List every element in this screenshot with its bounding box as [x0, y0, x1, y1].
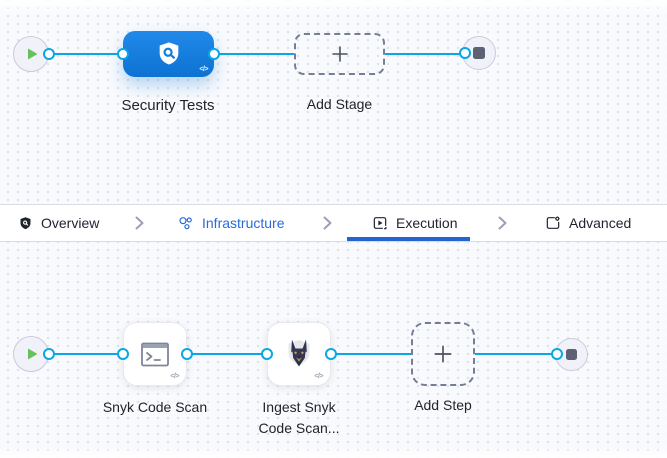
stage-config-tabbar: Overview Infrastructure Execution — [0, 204, 667, 242]
chevron-right-icon — [323, 205, 332, 241]
code-icon: </> — [199, 66, 208, 73]
tab-label: Overview — [41, 215, 100, 231]
active-tab-underline — [347, 237, 470, 241]
stop-icon — [566, 349, 577, 360]
stop-icon — [473, 47, 485, 59]
stage-node-security-tests[interactable]: </> — [123, 31, 214, 77]
tab-label: Infrastructure — [202, 215, 285, 231]
pipeline-end-node[interactable] — [462, 36, 496, 70]
add-step-label: Add Step — [414, 397, 472, 413]
step-label-line1: Ingest Snyk — [262, 399, 336, 415]
tab-infrastructure[interactable]: Infrastructure — [177, 205, 284, 241]
connector-port[interactable] — [181, 348, 193, 360]
connector-port[interactable] — [43, 348, 55, 360]
code-icon: </> — [170, 373, 179, 380]
connector-line — [385, 53, 462, 55]
chevron-right-icon — [498, 205, 507, 241]
step-label-line2: Code Scan... — [258, 420, 340, 436]
tab-label: Advanced — [569, 215, 632, 231]
plus-icon — [434, 345, 452, 363]
stage-label: Security Tests — [121, 97, 215, 114]
code-icon: </> — [314, 373, 323, 380]
connector-line — [187, 353, 267, 355]
connector-port[interactable] — [551, 348, 563, 360]
step-node-ingest-snyk[interactable]: </> — [267, 322, 331, 386]
canvas-bottom-fade — [0, 446, 667, 458]
connector-line — [214, 53, 294, 55]
tab-label: Execution — [396, 215, 458, 231]
play-icon — [28, 348, 38, 360]
step-label: Ingest Snyk Code Scan... — [229, 397, 369, 439]
terminal-icon — [141, 342, 169, 366]
chevron-right-icon — [135, 205, 144, 241]
execution-steps-canvas[interactable]: </> </> — [0, 242, 667, 458]
connector-port[interactable] — [117, 48, 129, 60]
snyk-doberman-icon — [288, 339, 310, 367]
connector-port[interactable] — [208, 48, 220, 60]
step-label: Snyk Code Scan — [102, 399, 208, 415]
shield-icon — [20, 216, 31, 229]
connector-line — [49, 353, 123, 355]
connector-port[interactable] — [325, 348, 337, 360]
play-icon — [28, 48, 38, 60]
connector-port[interactable] — [459, 47, 471, 59]
plus-icon — [331, 46, 348, 62]
connector-port[interactable] — [43, 48, 55, 60]
add-stage-label: Add Stage — [306, 96, 373, 112]
canvas-top-fade — [0, 0, 667, 16]
connector-line — [331, 353, 411, 355]
stage-pipeline-canvas[interactable]: </> Security Tests Add Stage — [0, 0, 667, 204]
tab-advanced[interactable]: Advanced — [545, 205, 631, 241]
connector-line — [49, 53, 123, 55]
execution-icon — [373, 217, 387, 230]
tab-execution[interactable]: Execution — [372, 205, 457, 241]
connector-port[interactable] — [261, 348, 273, 360]
add-step-button[interactable] — [411, 322, 475, 386]
add-stage-button[interactable] — [294, 33, 385, 75]
connector-line — [475, 353, 556, 355]
advanced-gear-icon — [546, 216, 560, 229]
step-node-snyk-code-scan[interactable]: </> — [123, 322, 187, 386]
security-shield-icon — [159, 42, 178, 65]
connector-port[interactable] — [117, 348, 129, 360]
tab-overview[interactable]: Overview — [18, 205, 99, 241]
infrastructure-icon — [179, 216, 192, 229]
